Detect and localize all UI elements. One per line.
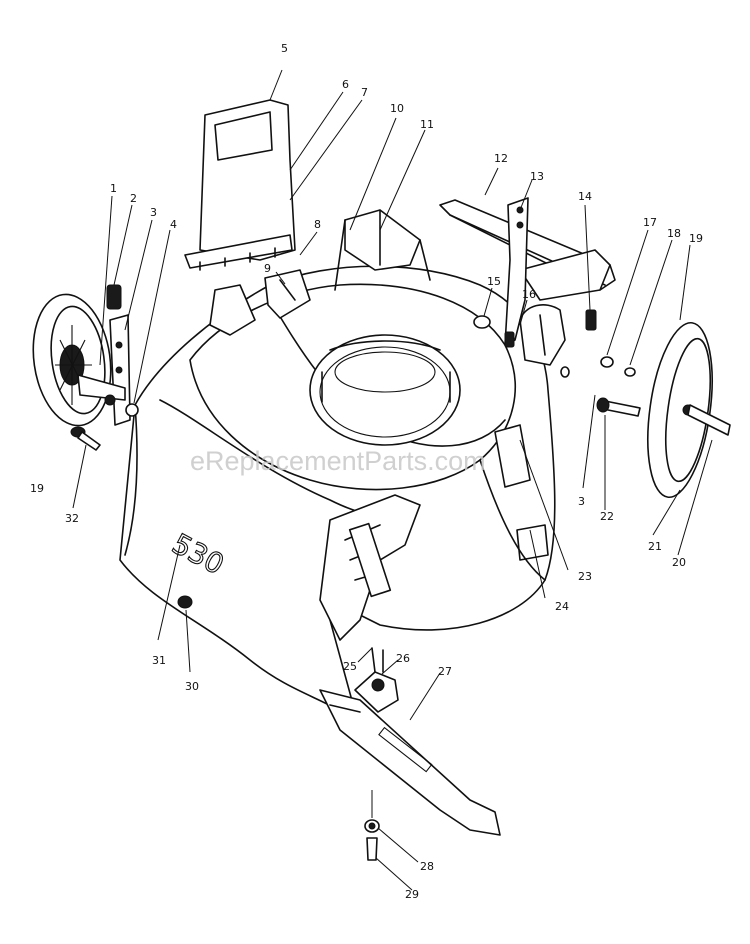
- callout-21: 21: [648, 540, 662, 553]
- callout-27: 27: [438, 665, 452, 678]
- rear-axle-parts: [560, 356, 641, 417]
- callout-11: 11: [420, 118, 434, 131]
- rear-wheel: [647, 321, 731, 499]
- rear-height-adjuster: [473, 197, 597, 366]
- watermark: eReplacementParts.com: [190, 446, 486, 476]
- deck-housing: 530: [119, 209, 556, 731]
- callout-7: 7: [361, 86, 368, 99]
- callout-10: 10: [390, 102, 404, 115]
- chute-hinge: [209, 269, 311, 336]
- callout-4: 4: [170, 218, 177, 231]
- mower-blade: [319, 689, 501, 836]
- deck-nut: [177, 595, 193, 609]
- callout-25: 25: [343, 660, 357, 673]
- callout-6: 6: [342, 78, 349, 91]
- callout-2: 2: [130, 192, 137, 205]
- callout-5: 5: [281, 42, 288, 55]
- callout-labels: 1 2 3 4 5 6 7 8 9 10 11 12 13 14 15 16 1…: [30, 42, 703, 901]
- callout-31: 31: [152, 654, 166, 667]
- callout-30: 30: [185, 680, 199, 693]
- blade-bolt: [364, 790, 380, 861]
- callout-3-right: 3: [578, 495, 585, 508]
- callout-1: 1: [110, 182, 117, 195]
- callout-3: 3: [150, 206, 157, 219]
- callout-8: 8: [314, 218, 321, 231]
- grass-deflector: [184, 99, 296, 271]
- callout-23: 23: [578, 570, 592, 583]
- callout-9: 9: [264, 262, 271, 275]
- callout-24: 24: [555, 600, 569, 613]
- callout-32: 32: [65, 512, 79, 525]
- callout-28: 28: [420, 860, 434, 873]
- callout-20: 20: [672, 556, 686, 569]
- callout-19-right: 19: [689, 232, 703, 245]
- callout-22: 22: [600, 510, 614, 523]
- callout-17: 17: [643, 216, 657, 229]
- front-wheel: [32, 293, 126, 427]
- wheel-bolt-left: [70, 426, 101, 451]
- callout-14: 14: [578, 190, 592, 203]
- callout-29: 29: [405, 888, 419, 901]
- blade-adapter: [354, 647, 399, 713]
- callout-26: 26: [396, 652, 410, 665]
- callout-12: 12: [494, 152, 508, 165]
- callout-18: 18: [667, 227, 681, 240]
- callout-15: 15: [487, 275, 501, 288]
- callout-16: 16: [522, 288, 536, 301]
- callout-13: 13: [530, 170, 544, 183]
- leader-lines: [72, 69, 713, 891]
- callout-19-left: 19: [30, 482, 44, 495]
- height-adjuster-bracket: [319, 494, 421, 641]
